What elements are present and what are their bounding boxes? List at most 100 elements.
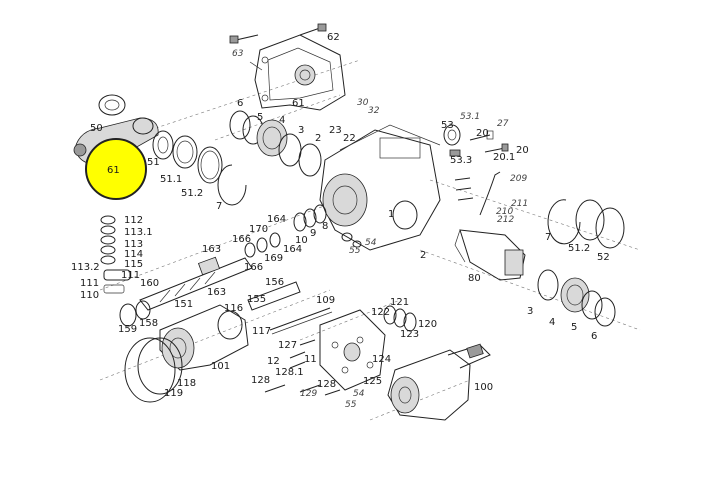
o-ring-2[interactable] — [298, 143, 322, 177]
hose-209[interactable] — [479, 171, 501, 216]
label-211: 211 — [511, 199, 528, 209]
circlip-7-right[interactable] — [547, 199, 581, 245]
label-22: 22 — [343, 133, 356, 144]
label-113-2: 113.2 — [71, 262, 100, 273]
label-170: 170 — [249, 224, 268, 235]
ring-5-right[interactable] — [581, 290, 603, 320]
rings-120-123[interactable] — [383, 305, 417, 332]
label-169: 169 — [264, 253, 283, 264]
label-52: 52 — [597, 252, 610, 263]
screws-128-129[interactable] — [264, 384, 341, 396]
label-100: 100 — [474, 382, 493, 393]
label-51-1: 51.1 — [160, 174, 182, 185]
label-128b: 128 — [317, 379, 336, 390]
seal-ring-51[interactable] — [152, 130, 174, 160]
part-cylinder-101[interactable] — [159, 304, 249, 371]
guide-lines — [99, 59, 641, 421]
plugs-111-110[interactable] — [103, 269, 131, 294]
label-123: 123 — [400, 329, 419, 340]
label-62: 62 — [327, 32, 340, 43]
highlight-marker[interactable]: 61 — [85, 138, 147, 200]
label-111: 111 — [121, 270, 140, 281]
label-212: 212 — [497, 215, 514, 225]
seal-ring-51-2[interactable] — [197, 146, 223, 184]
o-rings-118-119[interactable] — [124, 337, 183, 403]
label-127: 127 — [278, 340, 297, 351]
label-113-1: 113.1 — [124, 227, 153, 238]
label-166b: 166 — [244, 262, 263, 273]
label-20-1: 20.1 — [493, 152, 515, 163]
bolt-62[interactable] — [299, 23, 327, 36]
label-118: 118 — [177, 378, 196, 389]
label-113: 113 — [124, 239, 143, 250]
label-23: 23 — [329, 125, 342, 136]
label-5: 5 — [257, 112, 263, 123]
ring-51-2-right[interactable] — [575, 199, 605, 241]
label-115: 115 — [124, 259, 143, 270]
label-8: 8 — [322, 221, 328, 232]
label-151: 151 — [174, 299, 193, 310]
ring-3-right[interactable] — [537, 269, 559, 301]
label-4: 4 — [279, 115, 285, 126]
label-121: 121 — [390, 297, 409, 308]
label-124: 124 — [372, 354, 391, 365]
label-53-3: 53.3 — [450, 155, 472, 166]
valve-fitting-53[interactable] — [443, 124, 461, 157]
pins-11-12-127[interactable] — [289, 339, 316, 369]
label-2b: 2 — [420, 250, 426, 261]
label-210: 210 — [496, 207, 513, 217]
label-51: 51 — [147, 157, 160, 168]
label-125: 125 — [363, 376, 382, 387]
ring-set-163-170[interactable] — [244, 232, 281, 258]
label-163: 163 — [202, 244, 221, 255]
label-1: 1 — [388, 209, 394, 220]
label-156: 156 — [265, 277, 284, 288]
label-30: 30 — [357, 98, 369, 108]
label-159: 159 — [118, 324, 137, 335]
part-bracket-61[interactable] — [254, 34, 346, 111]
ring-6-right[interactable] — [594, 297, 616, 327]
seal-159-158[interactable] — [119, 300, 151, 327]
screw-20[interactable] — [469, 130, 494, 141]
label-12: 12 — [267, 356, 280, 367]
o-rings-8-10[interactable] — [293, 204, 327, 232]
label-101: 101 — [211, 361, 230, 372]
label-6: 6 — [237, 98, 243, 109]
part-end-cover-100[interactable] — [387, 343, 491, 421]
part-piston-156[interactable] — [247, 281, 301, 311]
label-10: 10 — [295, 235, 308, 246]
label-3: 3 — [298, 125, 304, 136]
part-rod-109[interactable] — [269, 307, 333, 335]
part-worm-shaft-160[interactable] — [139, 256, 253, 311]
label-53: 53 — [441, 120, 454, 131]
label-119: 119 — [164, 388, 183, 399]
label-20b: 20 — [516, 145, 529, 156]
label-109: 109 — [316, 295, 335, 306]
ring-52-right[interactable] — [595, 207, 625, 249]
part-valve-body-124[interactable] — [319, 309, 386, 391]
label-160: 160 — [140, 278, 159, 289]
washer-54-55[interactable] — [341, 232, 362, 248]
label-6b: 6 — [591, 331, 597, 342]
label-120: 120 — [418, 319, 437, 330]
label-50: 50 — [90, 123, 103, 134]
label-209: 209 — [510, 174, 527, 184]
label-55b: 55 — [345, 400, 357, 410]
part-housing-1[interactable] — [319, 124, 441, 251]
part-sector-shaft-80[interactable] — [454, 229, 526, 281]
label-3b: 3 — [527, 306, 533, 317]
seal-ring-51-1[interactable] — [172, 135, 198, 169]
circlip-7[interactable] — [217, 164, 247, 206]
label-20: 20 — [476, 128, 489, 139]
ring-6[interactable] — [229, 110, 251, 140]
spring-stack-112-115[interactable] — [100, 215, 116, 265]
bolts-210-212[interactable] — [454, 177, 474, 201]
label-7b: 7 — [545, 232, 551, 243]
bolt-20-1[interactable] — [484, 143, 509, 153]
bolt-63[interactable] — [229, 34, 259, 44]
label-164: 164 — [267, 214, 286, 225]
label-51-2b: 51.2 — [568, 243, 590, 254]
label-55: 55 — [349, 246, 361, 256]
label-128: 128 — [251, 375, 270, 386]
label-166: 166 — [232, 234, 251, 245]
